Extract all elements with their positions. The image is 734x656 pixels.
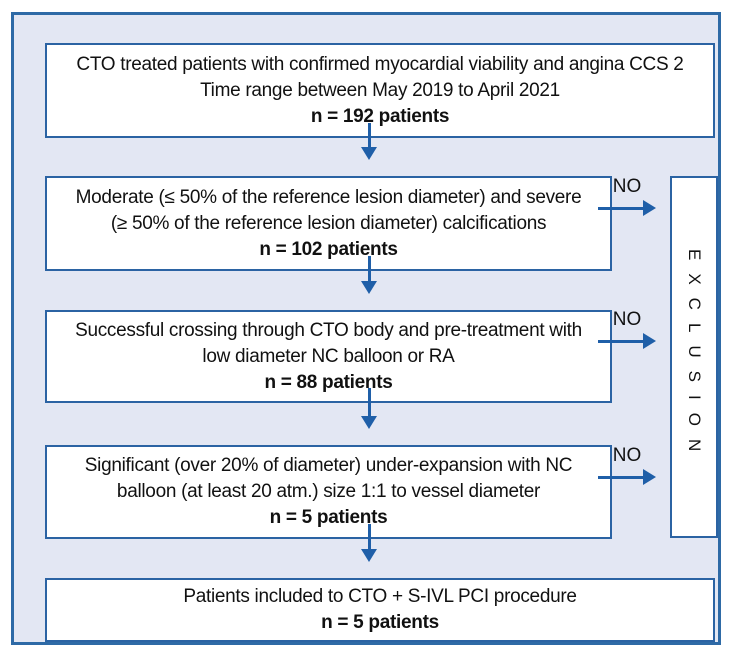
no-label: NO [612,309,642,330]
flowchart-frame: CTO treated patients with confirmed myoc… [11,12,721,645]
box-text-line: Time range between May 2019 to April 202… [200,79,560,101]
flow-box-underexpansion: Significant (over 20% of diameter) under… [45,445,612,539]
flow-box-enrollment: CTO treated patients with confirmed myoc… [45,43,715,138]
box-n-count: n = 192 patients [310,105,450,127]
box-text-line: Significant (over 20% of diameter) under… [84,455,573,476]
arrow-down-icon [361,256,377,294]
box-n-count: n = 5 patients [269,507,388,528]
exclusion-box: EXCLUSION [670,176,718,538]
box-text-line: Moderate (≤ 50% of the reference lesion … [75,186,582,208]
flow-box-calcifications: Moderate (≤ 50% of the reference lesion … [45,176,612,271]
arrow-right-icon [598,333,656,349]
exclusion-label: EXCLUSION [685,249,704,465]
box-text-line: Patients included to CTO + S-IVL PCI pro… [183,586,577,607]
arrow-right-icon [598,469,656,485]
arrow-down-icon [361,388,377,429]
no-label: NO [612,176,642,197]
box-text-line: balloon (at least 20 atm.) size 1:1 to v… [116,481,541,502]
flow-box-crossing: Successful crossing through CTO body and… [45,310,612,403]
no-label: NO [612,445,642,466]
box-n-count: n = 88 patients [264,371,393,393]
arrow-right-icon [598,200,656,216]
box-text-line: low diameter NC balloon or RA [202,345,455,367]
box-text-line: CTO treated patients with confirmed myoc… [76,53,684,75]
box-n-count: n = 5 patients [321,612,439,633]
arrow-down-icon [361,524,377,562]
box-n-count: n = 102 patients [259,238,398,260]
box-text-line: (≥ 50% of the reference lesion diameter)… [110,212,547,234]
box-text-line: Successful crossing through CTO body and… [75,319,582,341]
flow-box-included: Patients included to CTO + S-IVL PCI pro… [45,578,715,642]
arrow-down-icon [361,123,377,160]
